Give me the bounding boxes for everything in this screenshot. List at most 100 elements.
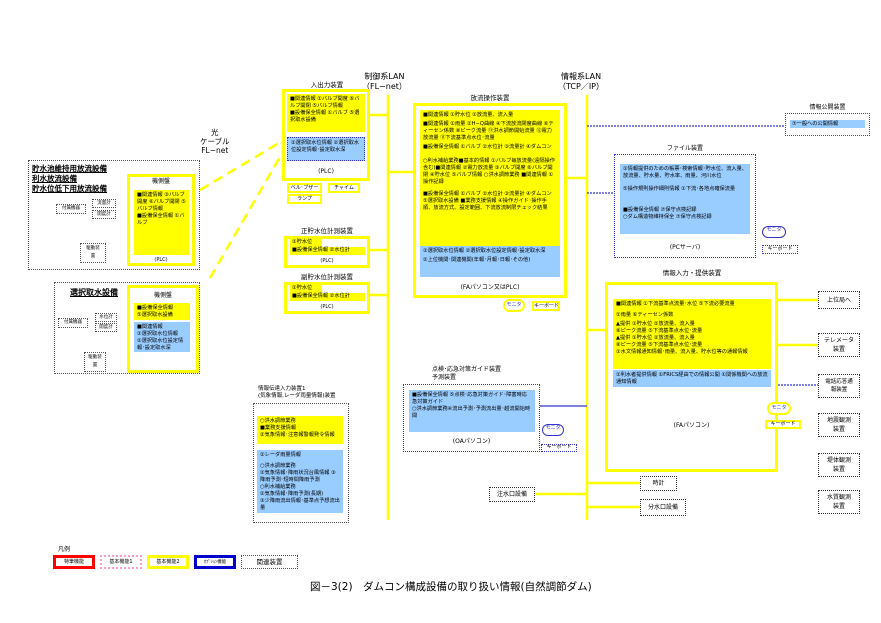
inspection-info: ■設備保全情報 ⑤点検･応急対策ガイド･障害時応急対策ガイド ○洪水調節業務④流… xyxy=(409,390,535,432)
file-device-monitor: モニタ xyxy=(762,226,786,238)
level-main-l2: ■設備保全情報 ②水位計 xyxy=(290,247,365,255)
flowmeter-box: 流量計 xyxy=(92,199,116,208)
drive-unit-box: 駆動装置 xyxy=(80,243,106,263)
discharge-op-b1: ①選択取水位情報 ②選択取水位設定情報･設定取水深 xyxy=(423,248,546,254)
io-device-type: (PLC) xyxy=(318,168,334,175)
embankment-observation-box: 堤体観測 装置 xyxy=(818,453,860,477)
discharge-panel-info: ■関連情報 ③バルブ開度 ⑥バルブ開閉 ⑤バルブ情報 ■設備保全情報 ①バルブ xyxy=(134,190,189,255)
optical-l1: 光 xyxy=(211,128,219,137)
legend-basic-function-2: 基本機能2 xyxy=(147,555,189,569)
discharge-op-title: 放流操作装置 xyxy=(470,94,510,102)
clock-box: 時計 xyxy=(640,476,677,491)
intake-opening-label: 開度計 xyxy=(99,325,113,330)
weather-input-radar-info: ①レーダ雨量情報 ○洪水調節業務 ②気象情報･降雨状況台風情報 ③降雨予測･短時… xyxy=(257,450,343,513)
accessory-label: 付属機器 xyxy=(62,206,80,211)
intake-drive-box: 駆動装置 xyxy=(84,352,106,372)
control-lan-protocol: （FL−net） xyxy=(362,82,407,91)
discharge-op-monitor: モニタ xyxy=(503,299,525,312)
info-io-title: 情報入力・提供装置 xyxy=(662,269,722,277)
info-io-keyboard: キーボード xyxy=(765,420,801,429)
intake-accessory-label: 付属機器 xyxy=(64,320,82,325)
title-water-use-discharge: 利水放流設備 xyxy=(32,174,77,183)
legend-special-function: 特筆機能 xyxy=(53,555,95,569)
legend-title: 凡例 xyxy=(58,546,71,553)
prediction-title: 予測装置 xyxy=(432,374,457,381)
info-io-provide-info: ①利水者提供情報 ①FRICS経由での情報公開 ①関係機関への放流通知情報 xyxy=(613,370,771,387)
weather-input-info: ○洪水調節業務 ■業務支援情報 ②気象情報･注意報警報発令情報 xyxy=(257,416,343,444)
info-io-p2: ①雨量 ⑥ティーセン係数 xyxy=(616,312,674,318)
optical-cable-label: 光 ケーブル FL−net xyxy=(200,128,230,155)
accessory-box: 付属機器 xyxy=(56,204,86,214)
title-level-lowering-discharge: 貯水位低下用放流設備 xyxy=(32,184,107,193)
legend-related-device: 関連装置 xyxy=(241,555,298,569)
info-io-monitor: モニタ xyxy=(767,402,791,415)
weather-input-titles: 情報伝達入力装置1 (気象情報,レーダ雨量情報)装置 xyxy=(258,386,336,400)
discharge-op-p1: ■関連情報 ①貯水位 ②放流量、流入量 xyxy=(423,112,514,118)
weather-input-title: 情報伝達入力装置1 xyxy=(258,386,306,392)
file-device-info: ①情報提供のための帳票･検索情報･貯水位、流入量、放流量、貯水量、貯水率、雨量、… xyxy=(620,164,750,234)
optical-cable-1 xyxy=(199,138,285,192)
info-io-p1: ■関連情報 ①下流基準点流量･水位 ⑤下流必要流量 xyxy=(616,301,735,307)
public-info-text: ⑦一般への公開情報 xyxy=(790,120,865,128)
weather-input-b1: ①レーダ雨量情報 xyxy=(260,452,301,458)
level-meter-label: 水位計 xyxy=(99,315,113,320)
chime-box: チャイム xyxy=(328,183,360,193)
info-lan-name: 情報系LAN xyxy=(560,72,602,81)
seismic-observation-box: 地震観測 装置 xyxy=(818,413,860,437)
intake-drive-label: 駆動装置 xyxy=(88,355,102,368)
drive-unit-label: 駆動装置 xyxy=(86,246,100,259)
level-sub-l2: ■設備保全情報 ②水位計 xyxy=(290,293,365,301)
discharge-op-info: ■関連情報 ①貯水位 ②放流量、流入量 ■関連情報 ①雨量 ②H−Q曲線 ④下流… xyxy=(420,110,560,246)
control-lan-name: 制御系LAN xyxy=(364,72,405,81)
inspection-monitor: モニタ xyxy=(542,424,564,436)
discharge-op-p5: ■設備保全情報 ①バルブ ②水位計 ③流量計 ④ダムコン ⑤選択取水設備 ■業務… xyxy=(423,191,552,211)
upper-station-box: 上位局へ xyxy=(818,291,860,309)
legend-basic-function-1: 基本機能1 xyxy=(100,555,142,569)
inlet-facility-box: 注水口設備 xyxy=(489,487,535,502)
io-device-title: 入出力装置 xyxy=(310,81,344,89)
intake-panel-related: ■関連情報 ①選択取水位情報 ②選択取水位設定情報･設定取水深 xyxy=(134,322,190,352)
inspection-title: 点検･応急対策ガイド装置 xyxy=(432,366,502,373)
optical-l3: FL−net xyxy=(201,146,229,155)
file-device-p2: ⑤操作規則操作細則情報 ①下流･各地点確保流量 xyxy=(623,186,736,192)
discharge-facility-titles: 貯水池維持用放流設備 利水放流設備 貯水位低下用放流設備 xyxy=(32,164,107,194)
telemeter-box: テレメータ 装置 xyxy=(818,333,860,357)
level-meter-box: 水位計 xyxy=(95,313,117,322)
intake-panel-maintenance: ■設備保全情報 ⑤選択取水設備 xyxy=(134,303,190,320)
inspection-type: (OAパソコン) xyxy=(452,438,491,445)
info-lan-label: 情報系LAN （TCP／IP） xyxy=(558,72,604,92)
flowmeter-label: 流量計 xyxy=(97,201,111,206)
control-lan-label: 制御系LAN （FL−net） xyxy=(362,72,407,92)
inspection-keyboard: キーボード xyxy=(541,444,577,452)
optical-cable-2 xyxy=(208,149,286,279)
outlet-facility-box: 分水口設備 xyxy=(640,499,686,516)
file-device-type: (PCサーバ) xyxy=(669,244,701,251)
discharge-op-keyboard: キーボード xyxy=(532,301,560,311)
opening-meter-label: 開度計 xyxy=(97,212,111,217)
weather-input-b2: ○洪水調節業務 ②気象情報･降雨状況台風情報 ③降雨予測･短時間降雨予測 ○利水… xyxy=(260,463,340,511)
discharge-op-p2: ■関連情報 ①雨量 ②H−Q曲線 ④下流放流閉度曲線 ⑥ティーセン係数 ⑧ピーク… xyxy=(423,121,554,141)
info-io-info: ■関連情報 ①下流基準点流量･水位 ⑤下流必要流量 ①雨量 ⑥ティーセン係数 ▲… xyxy=(613,299,771,369)
discharge-panel-title: 機側盤 xyxy=(151,178,170,185)
level-sub-l1: ①貯水位 xyxy=(290,285,322,293)
discharge-op-b2: ②上位機関･関連機関(年報･月報･日報･その他) xyxy=(423,257,531,263)
optical-l2: ケーブル xyxy=(200,137,230,146)
intake-opening-meter-box: 開度計 xyxy=(95,323,117,332)
lamp-box: ランプ xyxy=(287,194,322,204)
file-device-p3: ■設備保全情報 ⑦保守点検記録 ○ダム構造物維持保全 ⑦保守点検記録 xyxy=(623,207,712,220)
level-main-type: (PLC) xyxy=(320,258,334,264)
level-sub-type: (PLC) xyxy=(320,304,334,310)
figure-title: 図－3(2) ダムコン構成設備の取り扱い情報(自然調節ダム) xyxy=(310,581,592,593)
file-device-title: ファイル装置 xyxy=(666,145,703,152)
discharge-op-p3: ■設備保全情報 ①バルブ ②水位計 ③流量計 ④ダムコン xyxy=(423,144,552,150)
info-io-type: (FAパソコン) xyxy=(673,422,710,429)
opening-meter-box: 開度計 xyxy=(92,210,116,219)
io-device-intake-info: ①選択取水位情報 ②選択取水位設定情報･設定取水深 xyxy=(287,137,365,161)
discharge-op-type: (FAパソコン又はPLC) xyxy=(460,284,520,291)
intake-panel-title: 機側盤 xyxy=(153,292,172,299)
weather-input-subtitle: (気象情報,レーダ雨量情報)装置 xyxy=(258,393,336,399)
io-device-info: ■関連情報 ①バルブ開度 ⑥バルブ開閉 ⑤バルブ情報 ■設備保全情報 ①バルブ … xyxy=(287,94,365,132)
level-main-l1: ①貯水位 xyxy=(290,239,322,247)
water-quality-box: 水質観測 装置 xyxy=(818,490,860,514)
intake-accessory-box: 付属機器 xyxy=(58,318,88,328)
